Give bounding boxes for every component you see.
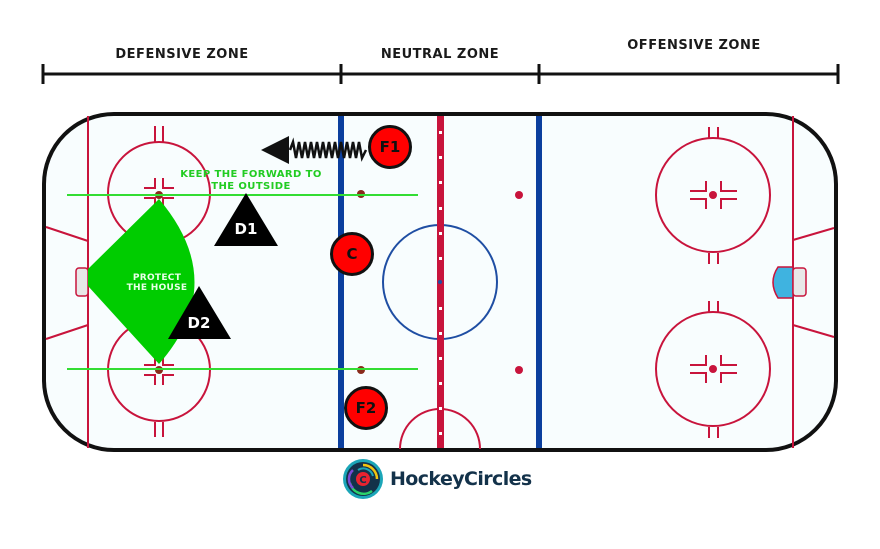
logo-text: HockeyCircles (390, 468, 532, 490)
annotation-line: THE OUTSIDE (211, 180, 291, 192)
goal-crease-right (772, 266, 794, 299)
defense-d2-marker (168, 286, 231, 339)
faceoff-dot (709, 365, 717, 373)
goal-net-left (75, 267, 89, 297)
forward-f2-marker: F2 (344, 386, 388, 430)
annotation-line: KEEP THE FORWARD TO (180, 169, 322, 180)
svg-text:C: C (359, 475, 366, 486)
defense-d2-label: D2 (187, 314, 211, 332)
skating-path-arrow-icon (261, 136, 368, 164)
hockeycircles-logo: C HockeyCircles (342, 458, 532, 500)
zone-header-bar (41, 64, 840, 84)
faceoff-circle-right-top (655, 127, 771, 264)
zone-label-offensive: OFFENSIVE ZONE (627, 38, 761, 53)
protect-house-zone (88, 199, 195, 364)
zone-label-neutral: NEUTRAL ZONE (380, 47, 500, 62)
faceoff-circle-right-bottom (655, 301, 771, 438)
annotation-line: THE HOUSE (126, 283, 188, 294)
center-c-marker: C (330, 232, 374, 276)
zone-label-defensive: DEFENSIVE ZONE (115, 47, 249, 62)
center-line-dashes (439, 131, 442, 435)
neutral-dot (515, 191, 523, 199)
blue-line-right (536, 116, 542, 448)
neutral-dot (515, 366, 523, 374)
forward-f1-marker: F1 (368, 125, 412, 169)
keep-outside-annotation: KEEP THE FORWARD TO THE OUTSIDE (180, 169, 321, 192)
annotation-line: PROTECT (132, 273, 182, 283)
blue-line-left (338, 116, 344, 448)
defense-d1-marker (214, 193, 278, 246)
protect-house-annotation: PROTECT THE HOUSE (127, 273, 188, 294)
faceoff-dot (709, 191, 717, 199)
hockeycircles-logo-icon: C (343, 459, 383, 499)
goal-net-right (792, 267, 807, 297)
trapezoid-right (792, 227, 835, 338)
trapezoid-left (45, 226, 89, 340)
center-ice-dot (438, 280, 442, 284)
defense-d1-label: D1 (234, 220, 258, 238)
